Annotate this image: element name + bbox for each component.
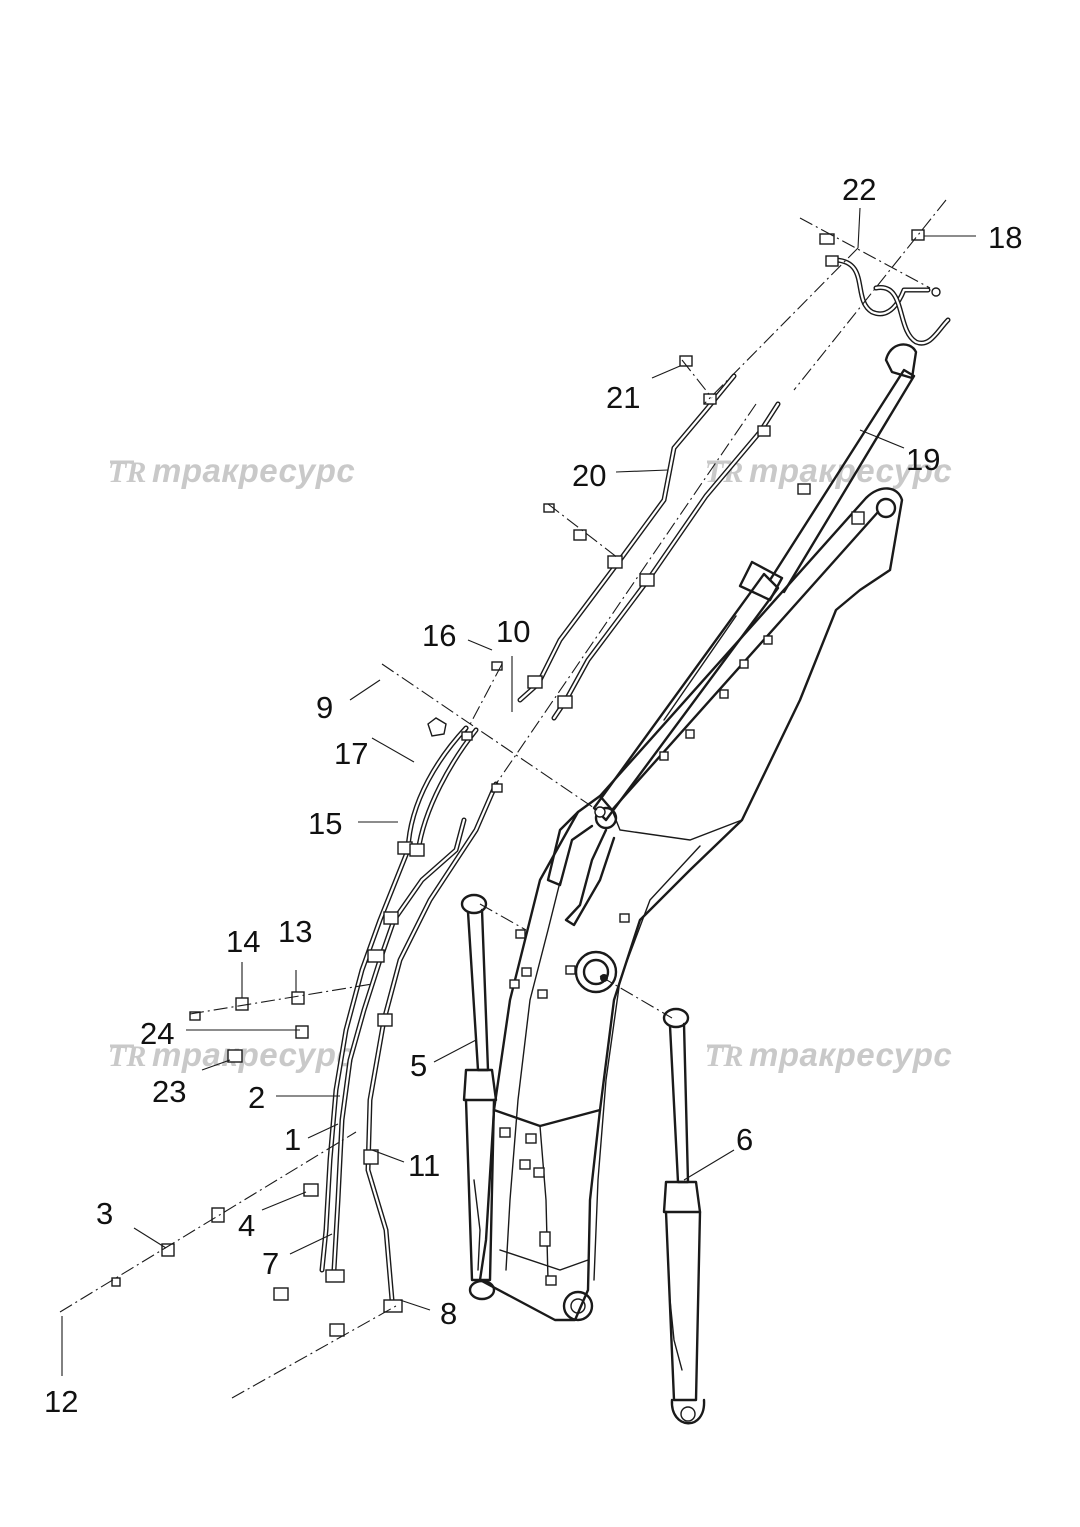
callout-24: 24 — [140, 1016, 174, 1051]
callout-21: 21 — [606, 380, 640, 415]
callout-4: 4 — [238, 1208, 255, 1243]
callout-23: 23 — [152, 1074, 186, 1109]
watermark: TR трaкресурс — [108, 1036, 355, 1073]
boom — [478, 487, 904, 1322]
callout-17: 17 — [334, 736, 368, 771]
callout-3: 3 — [96, 1196, 113, 1231]
callout-6: 6 — [736, 1122, 753, 1157]
hose-assembly — [319, 257, 951, 1313]
hardware — [111, 229, 941, 1337]
callout-18: 18 — [988, 220, 1022, 255]
callout-22: 22 — [842, 172, 876, 207]
callout-11: 11 — [408, 1148, 440, 1183]
callout-19: 19 — [906, 442, 940, 477]
watermark: TR трaкресурс — [108, 452, 355, 489]
callout-1: 1 — [284, 1122, 301, 1157]
callout-20: 20 — [572, 458, 606, 493]
assembly-centerlines — [59, 199, 947, 1399]
callout-8: 8 — [440, 1296, 457, 1331]
callout-10: 10 — [496, 614, 530, 649]
watermark: TR трaкресурс — [705, 1036, 952, 1073]
callout-5: 5 — [410, 1048, 427, 1083]
callouts: 1 2 3 4 5 6 7 8 9 10 11 12 13 14 15 16 1… — [44, 172, 1022, 1419]
callout-13: 13 — [278, 914, 312, 949]
watermark-text: трaкресурс — [749, 1036, 952, 1073]
callout-9: 9 — [316, 690, 333, 725]
watermark-logo: TR — [108, 1040, 146, 1073]
boom-cylinder-right — [662, 1007, 706, 1425]
watermark-logo: TR — [705, 1040, 743, 1073]
boom-cylinder-left — [460, 893, 498, 1301]
callout-2: 2 — [248, 1080, 265, 1115]
leader-lines — [61, 207, 976, 1376]
watermark-text: трaкресурс — [152, 452, 355, 489]
callout-14: 14 — [226, 924, 260, 959]
callout-16: 16 — [422, 618, 456, 653]
watermark-text: трaкресурс — [152, 1036, 355, 1073]
callout-12: 12 — [44, 1384, 78, 1419]
watermark-logo: TR — [108, 456, 146, 489]
callout-15: 15 — [308, 806, 342, 841]
callout-7: 7 — [262, 1246, 279, 1281]
